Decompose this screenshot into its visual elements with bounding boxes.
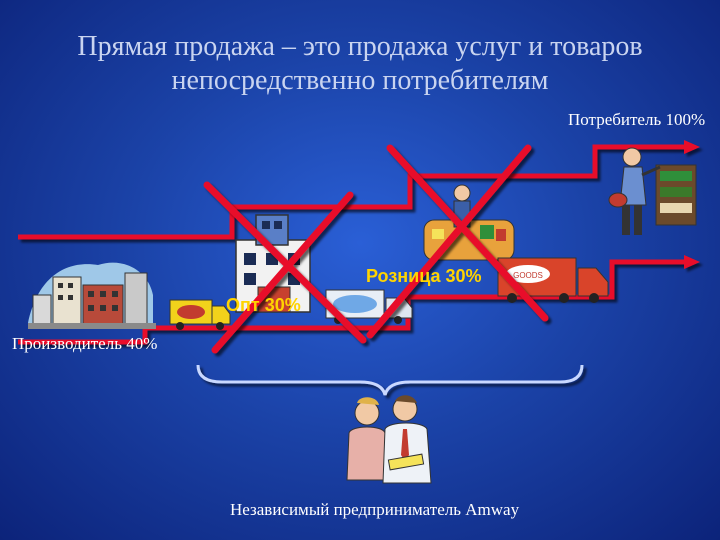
- retail-label: Розница 30%: [366, 266, 482, 286]
- cross-out-retail: [366, 144, 549, 339]
- small-truck-icon: [169, 299, 231, 330]
- truck-goods-text: GOODS: [513, 271, 543, 280]
- slide-title: Прямая продажа – это продажа услуг и тов…: [0, 30, 720, 98]
- consumer-shopper-icon: [608, 147, 697, 235]
- title-line-1: Прямая продажа – это продажа услуг и тов…: [77, 31, 643, 62]
- factory-icon: [28, 262, 156, 329]
- title-line-2: непосредственно потребителям: [171, 65, 549, 96]
- producer-label: Производитель 40%: [12, 334, 158, 353]
- direct-route-steps: [18, 140, 700, 240]
- entrepreneur-label: Независимый предприниматель Amway: [230, 500, 520, 519]
- consumer-label: Потребитель 100%: [568, 110, 706, 129]
- entrepreneur-brace: [196, 364, 584, 396]
- retail-vendor-icon: [423, 184, 515, 261]
- business-people-icon: [346, 395, 432, 484]
- wholesale-label: Опт 30%: [226, 295, 301, 315]
- cross-out-wholesale: [203, 181, 367, 354]
- traditional-route-arrowhead: [684, 255, 700, 269]
- direct-route-arrowhead: [684, 140, 700, 154]
